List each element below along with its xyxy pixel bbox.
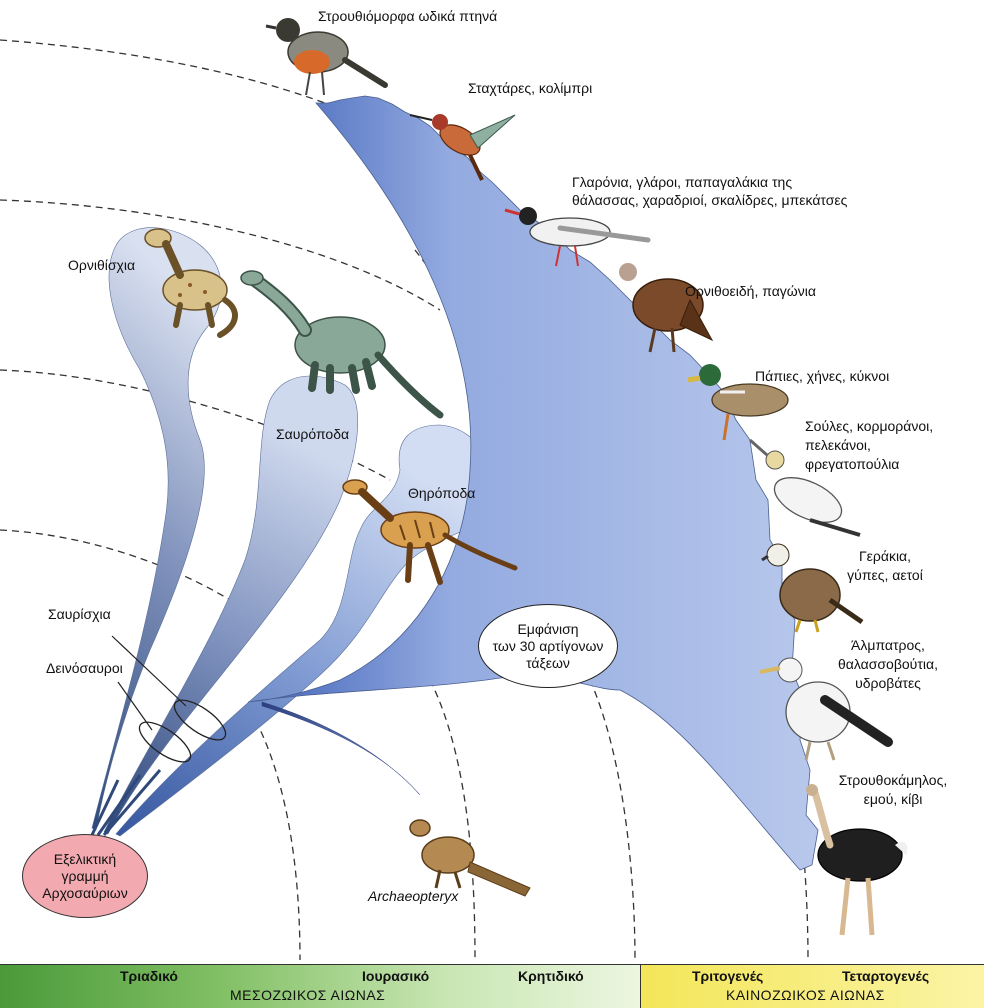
archaeopteryx-branch bbox=[262, 702, 420, 795]
origin-line-1: Εξελικτική bbox=[42, 851, 127, 868]
clade-label-saurischia: Σαυρίσχια bbox=[48, 606, 111, 623]
period-triassic: Τριαδικό bbox=[120, 968, 178, 984]
time-arc bbox=[0, 530, 260, 620]
bird-group-label-pelicans-1: Σούλες, κορμοράνοι, bbox=[805, 418, 933, 435]
bird-group-label-shorebirds-2: θάλασσας, χαραδριοί, σκαλίδρες, μπεκάτσε… bbox=[572, 192, 847, 209]
bird-group-label-waterfowl: Πάπιες, χήνες, κύκνοι bbox=[755, 368, 889, 385]
clade-label-archaeopteryx: Archaeopteryx bbox=[368, 888, 458, 905]
emergence-line-3: τάξεων bbox=[493, 655, 604, 672]
archosaur-lineage-origin: Εξελικτική γραμμή Αρχοσαύριων bbox=[22, 834, 148, 918]
clade-label-sauropoda: Σαυρόποδα bbox=[276, 426, 349, 443]
emergence-line-1: Εμφάνιση bbox=[493, 621, 604, 638]
bird-group-label-galliforms: Ορνιθοειδή, παγώνια bbox=[685, 283, 816, 300]
bird-group-label-pelicans-2: πελεκάνοι, bbox=[805, 437, 871, 454]
origin-line-3: Αρχοσαύριων bbox=[42, 885, 127, 902]
bird-group-label-seabirds-1: Άλμπατρος, bbox=[828, 637, 948, 654]
origin-line-2: γραμμή bbox=[42, 868, 127, 885]
era-cenozoic: ΚΑΙΝΟΖΩΙΚΟΣ ΑΙΩΝΑΣ bbox=[726, 987, 885, 1003]
sauropoda-branch bbox=[104, 376, 358, 834]
bird-group-label-seabirds-3: υδροβάτες bbox=[828, 675, 948, 692]
bird-group-label-seabirds-2: θαλασσοβούτια, bbox=[828, 656, 948, 673]
clade-label-dinosaurs: Δεινόσαυροι bbox=[46, 660, 123, 677]
bird-group-label-passerines: Στρουθιόμορφα ωδικά πτηνά bbox=[318, 8, 497, 25]
emergence-line-2: των 30 αρτίγονων bbox=[493, 638, 604, 655]
bird-group-label-shorebirds-1: Γλαρόνια, γλάροι, παπαγαλάκια της bbox=[572, 174, 792, 191]
era-mesozoic: ΜΕΣΟΖΩΙΚΟΣ ΑΙΩΝΑΣ bbox=[230, 987, 385, 1003]
bird-group-label-ratites-1: Στρουθοκάμηλος, bbox=[828, 772, 958, 789]
bird-group-label-raptors-1: Γεράκια, bbox=[835, 548, 935, 565]
bird-group-label-ratites-2: εμού, κίβι bbox=[828, 791, 958, 808]
period-jurassic: Ιουρασικό bbox=[362, 968, 429, 984]
time-arc bbox=[590, 680, 635, 960]
robin-icon bbox=[266, 18, 385, 95]
new-orders-emergence-bubble: Εμφάνιση των 30 αρτίγονων τάξεων bbox=[478, 604, 618, 688]
time-arc bbox=[430, 680, 475, 960]
bird-group-label-swifts: Σταχτάρες, κολίμπρι bbox=[468, 80, 592, 97]
period-cretaceous: Κρητιδικό bbox=[518, 968, 584, 984]
bird-group-label-raptors-2: γύπες, αετοί bbox=[835, 567, 935, 584]
clade-label-ornithischia: Ορνιθίσχια bbox=[68, 257, 135, 274]
period-tertiary: Τριτογενές bbox=[692, 968, 763, 984]
period-quaternary: Τεταρτογενές bbox=[842, 968, 929, 984]
time-arc bbox=[250, 710, 300, 960]
clade-label-theropoda: Θηρόποδα bbox=[408, 485, 475, 502]
bird-group-label-pelicans-3: φρεγατοπούλια bbox=[805, 456, 899, 473]
archaeopteryx-icon bbox=[410, 820, 530, 896]
